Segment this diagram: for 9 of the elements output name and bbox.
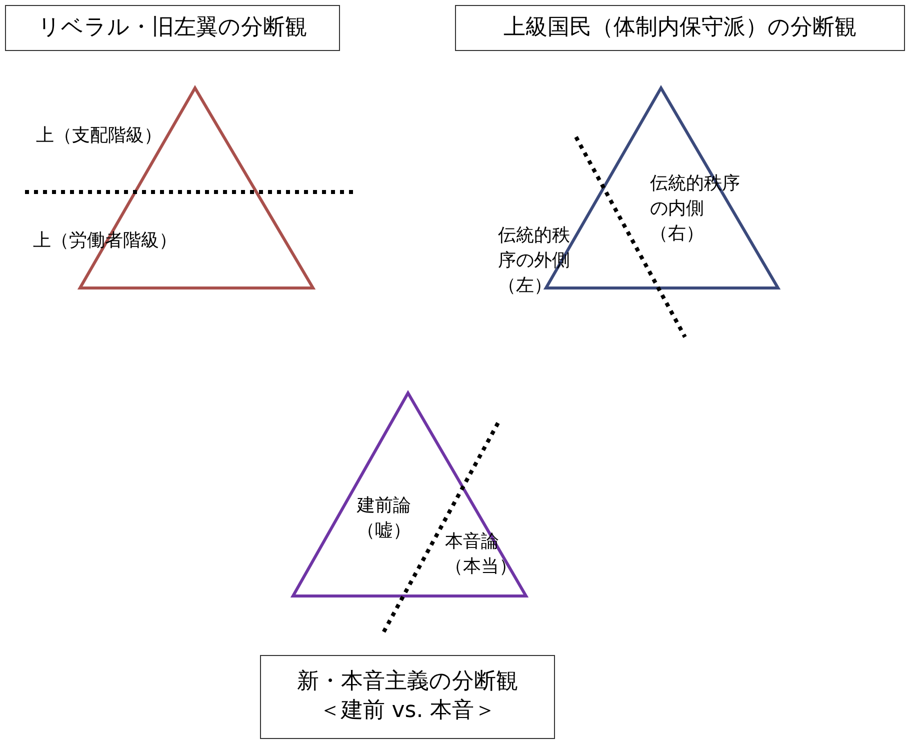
title-box bbox=[455, 5, 905, 51]
title-text: ＜建前 vs. 本音＞ bbox=[318, 697, 496, 725]
title-text: 新・本音主義の分断観 bbox=[297, 668, 518, 696]
region-label: 上（支配階級） bbox=[36, 124, 162, 148]
title-text: リベラル・旧左翼の分断観 bbox=[38, 14, 307, 42]
title-text: 上級国民（体制内保守派）の分断観 bbox=[504, 14, 856, 42]
region-label: 建前論（嘘） bbox=[357, 494, 411, 543]
title-box bbox=[260, 655, 555, 739]
title-box bbox=[5, 5, 340, 51]
